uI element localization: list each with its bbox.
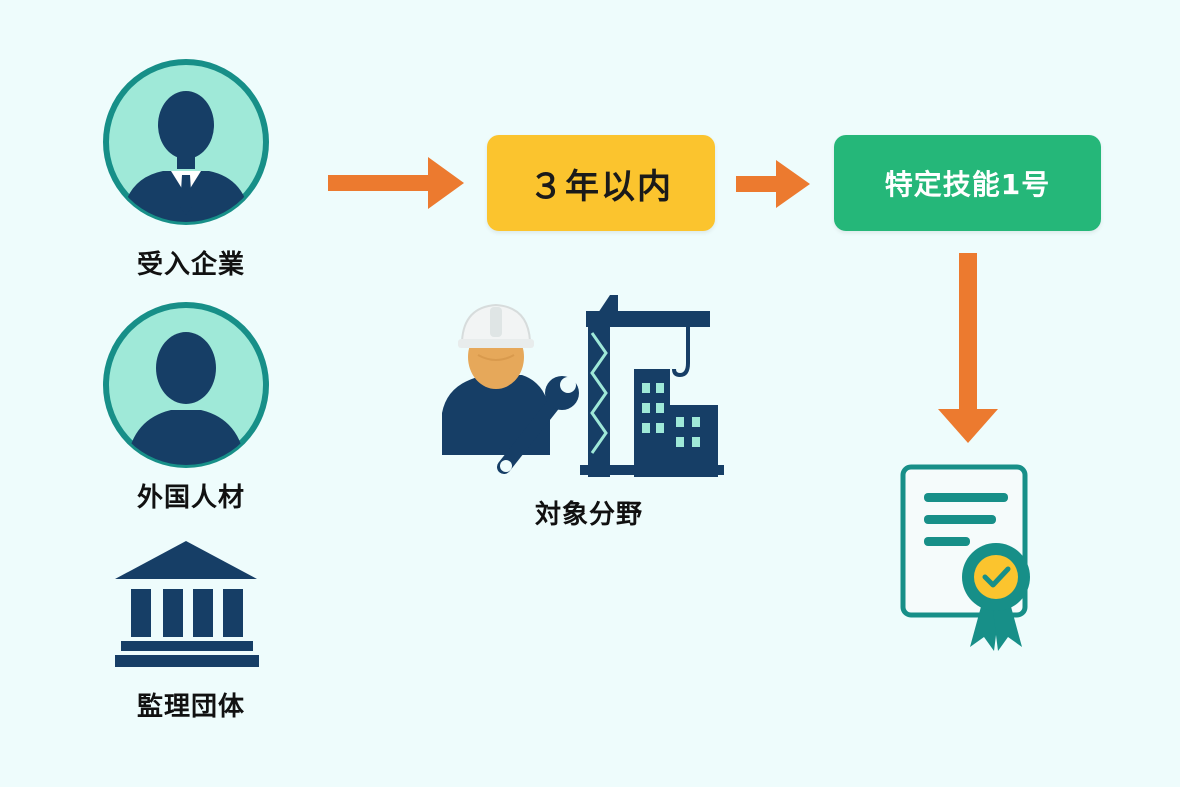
- period-box: ３年以内: [487, 135, 715, 231]
- institution-building-icon: [111, 537, 261, 669]
- status-box: 特定技能1号: [834, 135, 1101, 231]
- person-icon: [101, 300, 271, 470]
- actor-label-worker: 外国人材: [136, 483, 245, 513]
- actor-label-organization: 監理団体: [136, 692, 245, 722]
- certificate-icon: [898, 463, 1036, 653]
- period-label: ３年以内: [529, 166, 673, 207]
- crane-building-icon: [580, 295, 724, 477]
- businessman-icon: [101, 57, 271, 227]
- wrench-icon: [497, 376, 579, 474]
- field-illustration: [438, 283, 738, 478]
- arrow-right-icon: [328, 155, 466, 211]
- field-label: 対象分野: [534, 500, 643, 530]
- actor-label-company: 受入企業: [136, 250, 245, 280]
- arrow-right-icon: [736, 158, 812, 210]
- status-label: 特定技能1号: [884, 168, 1051, 201]
- arrow-down-icon: [938, 253, 998, 445]
